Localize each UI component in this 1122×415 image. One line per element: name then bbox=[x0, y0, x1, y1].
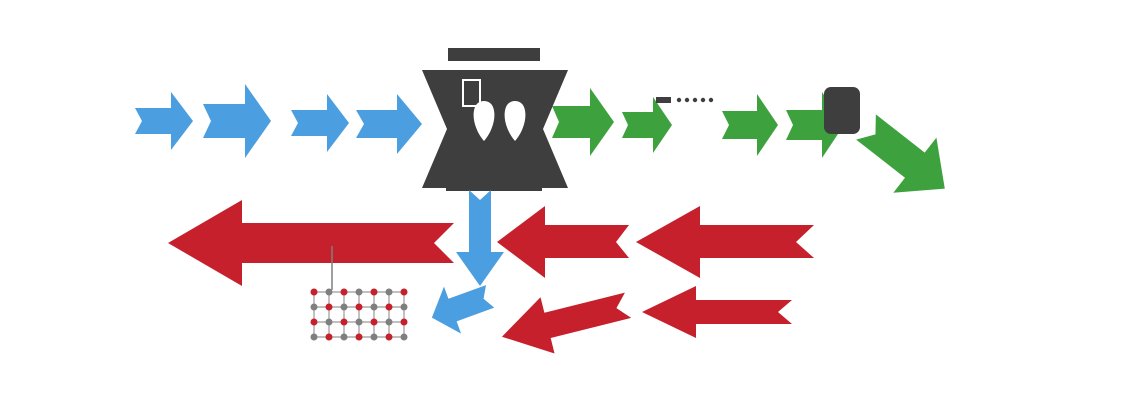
lattice-atom bbox=[385, 303, 393, 311]
lattice-atom bbox=[385, 288, 393, 296]
lattice-atom bbox=[400, 318, 408, 326]
lattice-atom bbox=[370, 303, 378, 311]
lattice-atom bbox=[385, 333, 393, 341]
lattice-atoms-gray bbox=[310, 288, 408, 341]
droplet-left-icon bbox=[473, 101, 495, 141]
furnace-bottom-bar bbox=[446, 179, 542, 191]
crystal-lattice-icon bbox=[310, 246, 408, 341]
dotted-line-dot bbox=[708, 97, 714, 103]
blue-flow-arrow-4-icon bbox=[356, 94, 422, 154]
crucible-icon bbox=[462, 79, 481, 107]
dash-dotted-line-icon bbox=[656, 97, 714, 103]
lattice-atom bbox=[310, 318, 318, 326]
lattice-atom bbox=[400, 288, 408, 296]
lattice-atom bbox=[400, 333, 408, 341]
blue-flow-arrow-1-icon bbox=[135, 92, 193, 150]
red-return-arrow-5-icon bbox=[501, 292, 632, 354]
blue-down-left-arrow-icon bbox=[431, 285, 495, 334]
lattice-atom bbox=[310, 333, 318, 341]
lattice-atom bbox=[325, 288, 333, 296]
red-return-arrow-3-icon bbox=[168, 200, 454, 286]
lattice-atom bbox=[340, 303, 348, 311]
lattice-atom bbox=[355, 318, 363, 326]
blue-down-arrow-icon bbox=[456, 190, 504, 286]
red-return-arrow-4-icon bbox=[642, 286, 792, 338]
red-return-arrow-1-icon bbox=[636, 206, 814, 278]
dotted-line-dot bbox=[676, 97, 682, 103]
lattice-grid-lines bbox=[313, 291, 405, 338]
dash-segment bbox=[656, 97, 671, 103]
lattice-atom bbox=[325, 318, 333, 326]
blue-connector-arrows bbox=[431, 190, 504, 334]
green-output-arrows bbox=[552, 88, 945, 193]
lattice-atom bbox=[340, 288, 348, 296]
lattice-atom bbox=[370, 318, 378, 326]
furnace-chamber bbox=[422, 70, 568, 188]
blue-flow-arrow-2-icon bbox=[203, 84, 271, 158]
red-return-arrow-2-icon bbox=[497, 206, 629, 278]
substrate-block-icon bbox=[824, 87, 860, 134]
furnace-apparatus-icon bbox=[422, 48, 568, 191]
lattice-atom bbox=[340, 318, 348, 326]
green-flow-arrow-2-icon bbox=[622, 97, 672, 153]
lattice-atom bbox=[355, 288, 363, 296]
dotted-line-dot bbox=[692, 97, 698, 103]
lattice-atom bbox=[370, 288, 378, 296]
lattice-atom bbox=[310, 288, 318, 296]
lattice-atom bbox=[385, 318, 393, 326]
lattice-atom bbox=[325, 333, 333, 341]
green-flow-arrow-3-icon bbox=[722, 94, 778, 156]
green-flow-arrow-down-right-icon bbox=[856, 114, 945, 193]
dotted-line-dot bbox=[684, 97, 690, 103]
green-flow-arrow-1-icon bbox=[552, 88, 614, 156]
droplet-right-icon bbox=[504, 101, 526, 141]
lattice-atom bbox=[340, 333, 348, 341]
blue-input-arrows bbox=[135, 84, 422, 158]
lattice-atom bbox=[370, 333, 378, 341]
lattice-atom bbox=[310, 303, 318, 311]
blue-flow-arrow-3-icon bbox=[291, 94, 349, 152]
lattice-atom bbox=[400, 303, 408, 311]
lattice-atoms-red bbox=[310, 288, 408, 341]
red-return-arrows bbox=[168, 200, 814, 354]
dotted-line-dot bbox=[700, 97, 706, 103]
lattice-atom bbox=[325, 303, 333, 311]
lattice-atom bbox=[355, 333, 363, 341]
lattice-atom bbox=[355, 303, 363, 311]
furnace-top-bar bbox=[448, 48, 540, 61]
